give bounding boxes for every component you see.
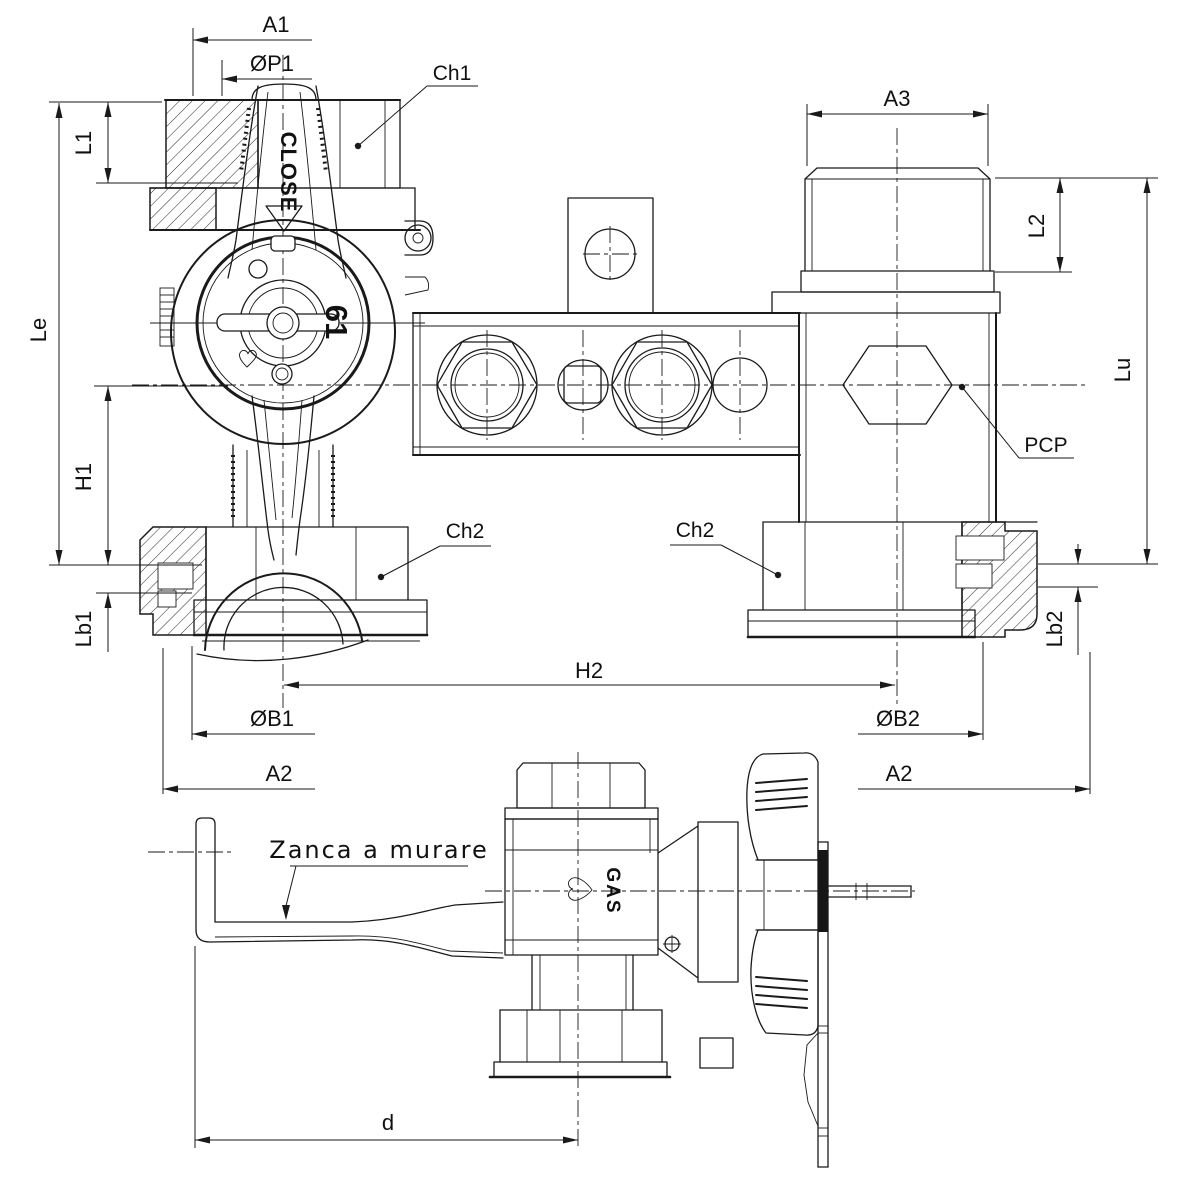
dim-label-l2: L2	[1024, 214, 1049, 238]
dim-label-h1: H1	[71, 463, 96, 491]
dimension-a1: A1	[192, 12, 312, 96]
dimension-l1: L1	[49, 101, 238, 184]
callout-ch2-left: Ch2	[377, 520, 491, 581]
hex-plug-2	[611, 334, 713, 436]
dim-label-le: Le	[26, 318, 51, 342]
dim-label-h2: H2	[575, 658, 603, 683]
dim-label-a1: A1	[263, 12, 290, 37]
annotation-zanca: Zanca a murare	[269, 836, 489, 920]
dimension-b1: ØB1	[191, 646, 315, 740]
callout-label-ch2-right: Ch2	[676, 519, 715, 542]
dim-label-a2-right: A2	[886, 761, 913, 786]
hex-plug-1	[436, 334, 538, 436]
dimension-a2-left: A2	[162, 648, 315, 794]
dimension-lb2: Lb2	[1038, 544, 1098, 655]
mounting-ear	[404, 220, 434, 256]
lever-upper: CLOSE	[227, 85, 347, 279]
dim-label-l1: L1	[71, 131, 96, 155]
dial-number: 61	[319, 305, 354, 339]
annotation-label-zanca: Zanca a murare	[269, 836, 489, 864]
front-view-manifold	[412, 197, 801, 456]
dimension-h2: H2	[284, 658, 895, 689]
dimension-d: d	[194, 946, 578, 1148]
callout-label-ch2-left: Ch2	[446, 520, 485, 543]
dim-label-a3: A3	[884, 86, 911, 111]
dimension-a2-right: A2	[858, 652, 1091, 794]
dim-label-p1: ØP1	[250, 51, 294, 76]
heart-logo-icon	[239, 350, 257, 368]
dim-label-b1: ØB1	[250, 706, 294, 731]
dimension-le: Le	[26, 103, 202, 566]
dimension-l2: L2	[995, 177, 1158, 273]
knurl-strip	[159, 287, 175, 347]
pcp-plug	[842, 345, 953, 425]
dimension-lb1: Lb1	[71, 592, 192, 652]
dimension-p1: ØP1	[221, 51, 312, 96]
gas-marking: GAS	[602, 867, 623, 914]
mounting-plate	[803, 841, 829, 1168]
front-view-left-valve: 61 CLOSE	[139, 83, 434, 662]
lever-lower-hook	[196, 395, 369, 662]
dim-label-b2: ØB2	[876, 706, 920, 731]
close-marking: CLOSE	[276, 132, 301, 213]
stem	[827, 883, 912, 900]
callout-ch1: Ch1	[354, 62, 478, 150]
close-arrow-icon	[265, 205, 303, 232]
bracket-hole	[584, 228, 636, 280]
handwheel	[746, 752, 819, 1036]
dimension-b2: ØB2	[858, 642, 984, 740]
dim-label-d: d	[382, 1110, 394, 1135]
dim-label-lb2: Lb2	[1042, 611, 1067, 648]
valve-body-side	[504, 818, 659, 956]
dimension-lu: Lu	[1038, 178, 1158, 565]
callout-label-ch1: Ch1	[433, 62, 472, 85]
round-port	[712, 357, 768, 413]
square-plug	[557, 359, 609, 411]
callout-pcp: PCP	[958, 383, 1074, 459]
wall-bracket	[195, 817, 504, 959]
bonnet	[697, 821, 739, 983]
front-view-right-valve	[746, 167, 1038, 639]
dimension-a3: A3	[806, 86, 989, 166]
dim-label-lb1: Lb1	[71, 611, 96, 648]
callout-ch2-right: Ch2	[670, 519, 782, 579]
dimension-h1: H1	[71, 385, 228, 565]
mounting-bracket	[567, 197, 654, 314]
dim-label-lu: Lu	[1110, 358, 1135, 382]
heart-logo-icon-side	[568, 877, 593, 901]
callout-label-pcp: PCP	[1024, 434, 1067, 457]
side-view: GAS	[195, 752, 912, 1168]
dim-label-a2-left: A2	[266, 761, 293, 786]
valve-housing	[170, 219, 396, 445]
